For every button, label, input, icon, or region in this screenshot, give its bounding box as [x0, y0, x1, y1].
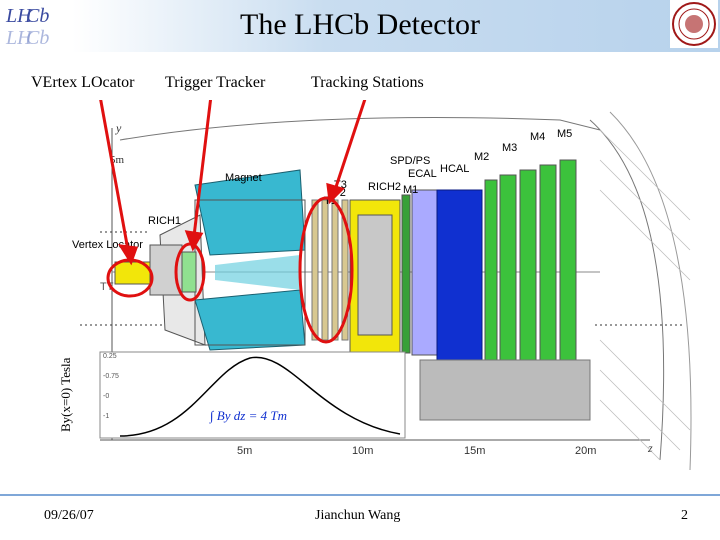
tracking-stations [311, 199, 349, 341]
label-velo: VErtex LOcator [31, 74, 135, 91]
velo-body [114, 261, 156, 285]
label-rich1: RICH1 [148, 215, 181, 227]
field-curve [119, 356, 401, 437]
label-rich2: RICH2 [368, 181, 401, 193]
label-hcal: HCAL [440, 163, 469, 175]
label-m4: M4 [530, 131, 545, 143]
detector-diagram: y z 5m 5m 10m 15m 20m [72, 100, 692, 470]
footer-page-number: 2 [681, 508, 688, 523]
svg-text:Cb: Cb [26, 27, 49, 48]
label-m3: M3 [502, 142, 517, 154]
footer-divider [0, 494, 720, 496]
field-plot-frame [99, 351, 406, 439]
field-tick: -0.75 [103, 373, 119, 380]
label-trigger-tracker: Trigger Tracker [165, 74, 266, 91]
tt-body [181, 251, 197, 293]
field-ylabel: By(x=0) Tesla [58, 357, 73, 432]
lhcb-logo: LH Cb LH Cb [2, 2, 50, 49]
ecal [411, 189, 438, 356]
support-structure [419, 359, 591, 421]
axis-y-label: y [115, 121, 122, 135]
label-m5: M5 [557, 128, 572, 140]
z-tick: 15m [464, 445, 485, 457]
footer-author: Jianchun Wang [315, 508, 401, 523]
svg-text:Cb: Cb [26, 5, 49, 27]
svg-text:LH: LH [5, 27, 33, 48]
page-title: The LHCb Detector [240, 8, 480, 41]
z-tick: 20m [575, 445, 596, 457]
z-tick: 10m [352, 445, 373, 457]
axis-z-label: z [647, 441, 653, 455]
tracking-arrow [333, 100, 367, 191]
label-m1: M1 [403, 184, 418, 196]
cavern-outline [119, 117, 601, 141]
footer-date: 09/26/07 [44, 508, 94, 523]
velo-arrow [99, 100, 130, 251]
field-formula: ∫ By dz = 4 Tm [209, 408, 287, 424]
muon-stations [484, 159, 577, 386]
z-tick: 5m [237, 445, 252, 457]
field-tick: 0.25 [103, 353, 117, 360]
field-tick: -1 [103, 413, 109, 420]
title-bar [0, 0, 720, 52]
tt-arrow [192, 100, 213, 237]
label-m2: M2 [474, 151, 489, 163]
label-magnet: Magnet [225, 172, 262, 184]
spd-ps [401, 194, 411, 354]
hcal [436, 189, 483, 361]
field-tick: -0 [103, 393, 109, 400]
magnet-lower [194, 289, 306, 351]
label-ecal: ECAL [408, 168, 437, 180]
university-seal-icon [670, 0, 718, 48]
label-tracking-stations: Tracking Stations [311, 74, 424, 91]
label-spd-ps: SPD/PS [390, 155, 430, 167]
tracking-stations-highlight [298, 196, 354, 344]
cavern-wall [589, 119, 665, 461]
svg-text:LH: LH [5, 5, 33, 27]
